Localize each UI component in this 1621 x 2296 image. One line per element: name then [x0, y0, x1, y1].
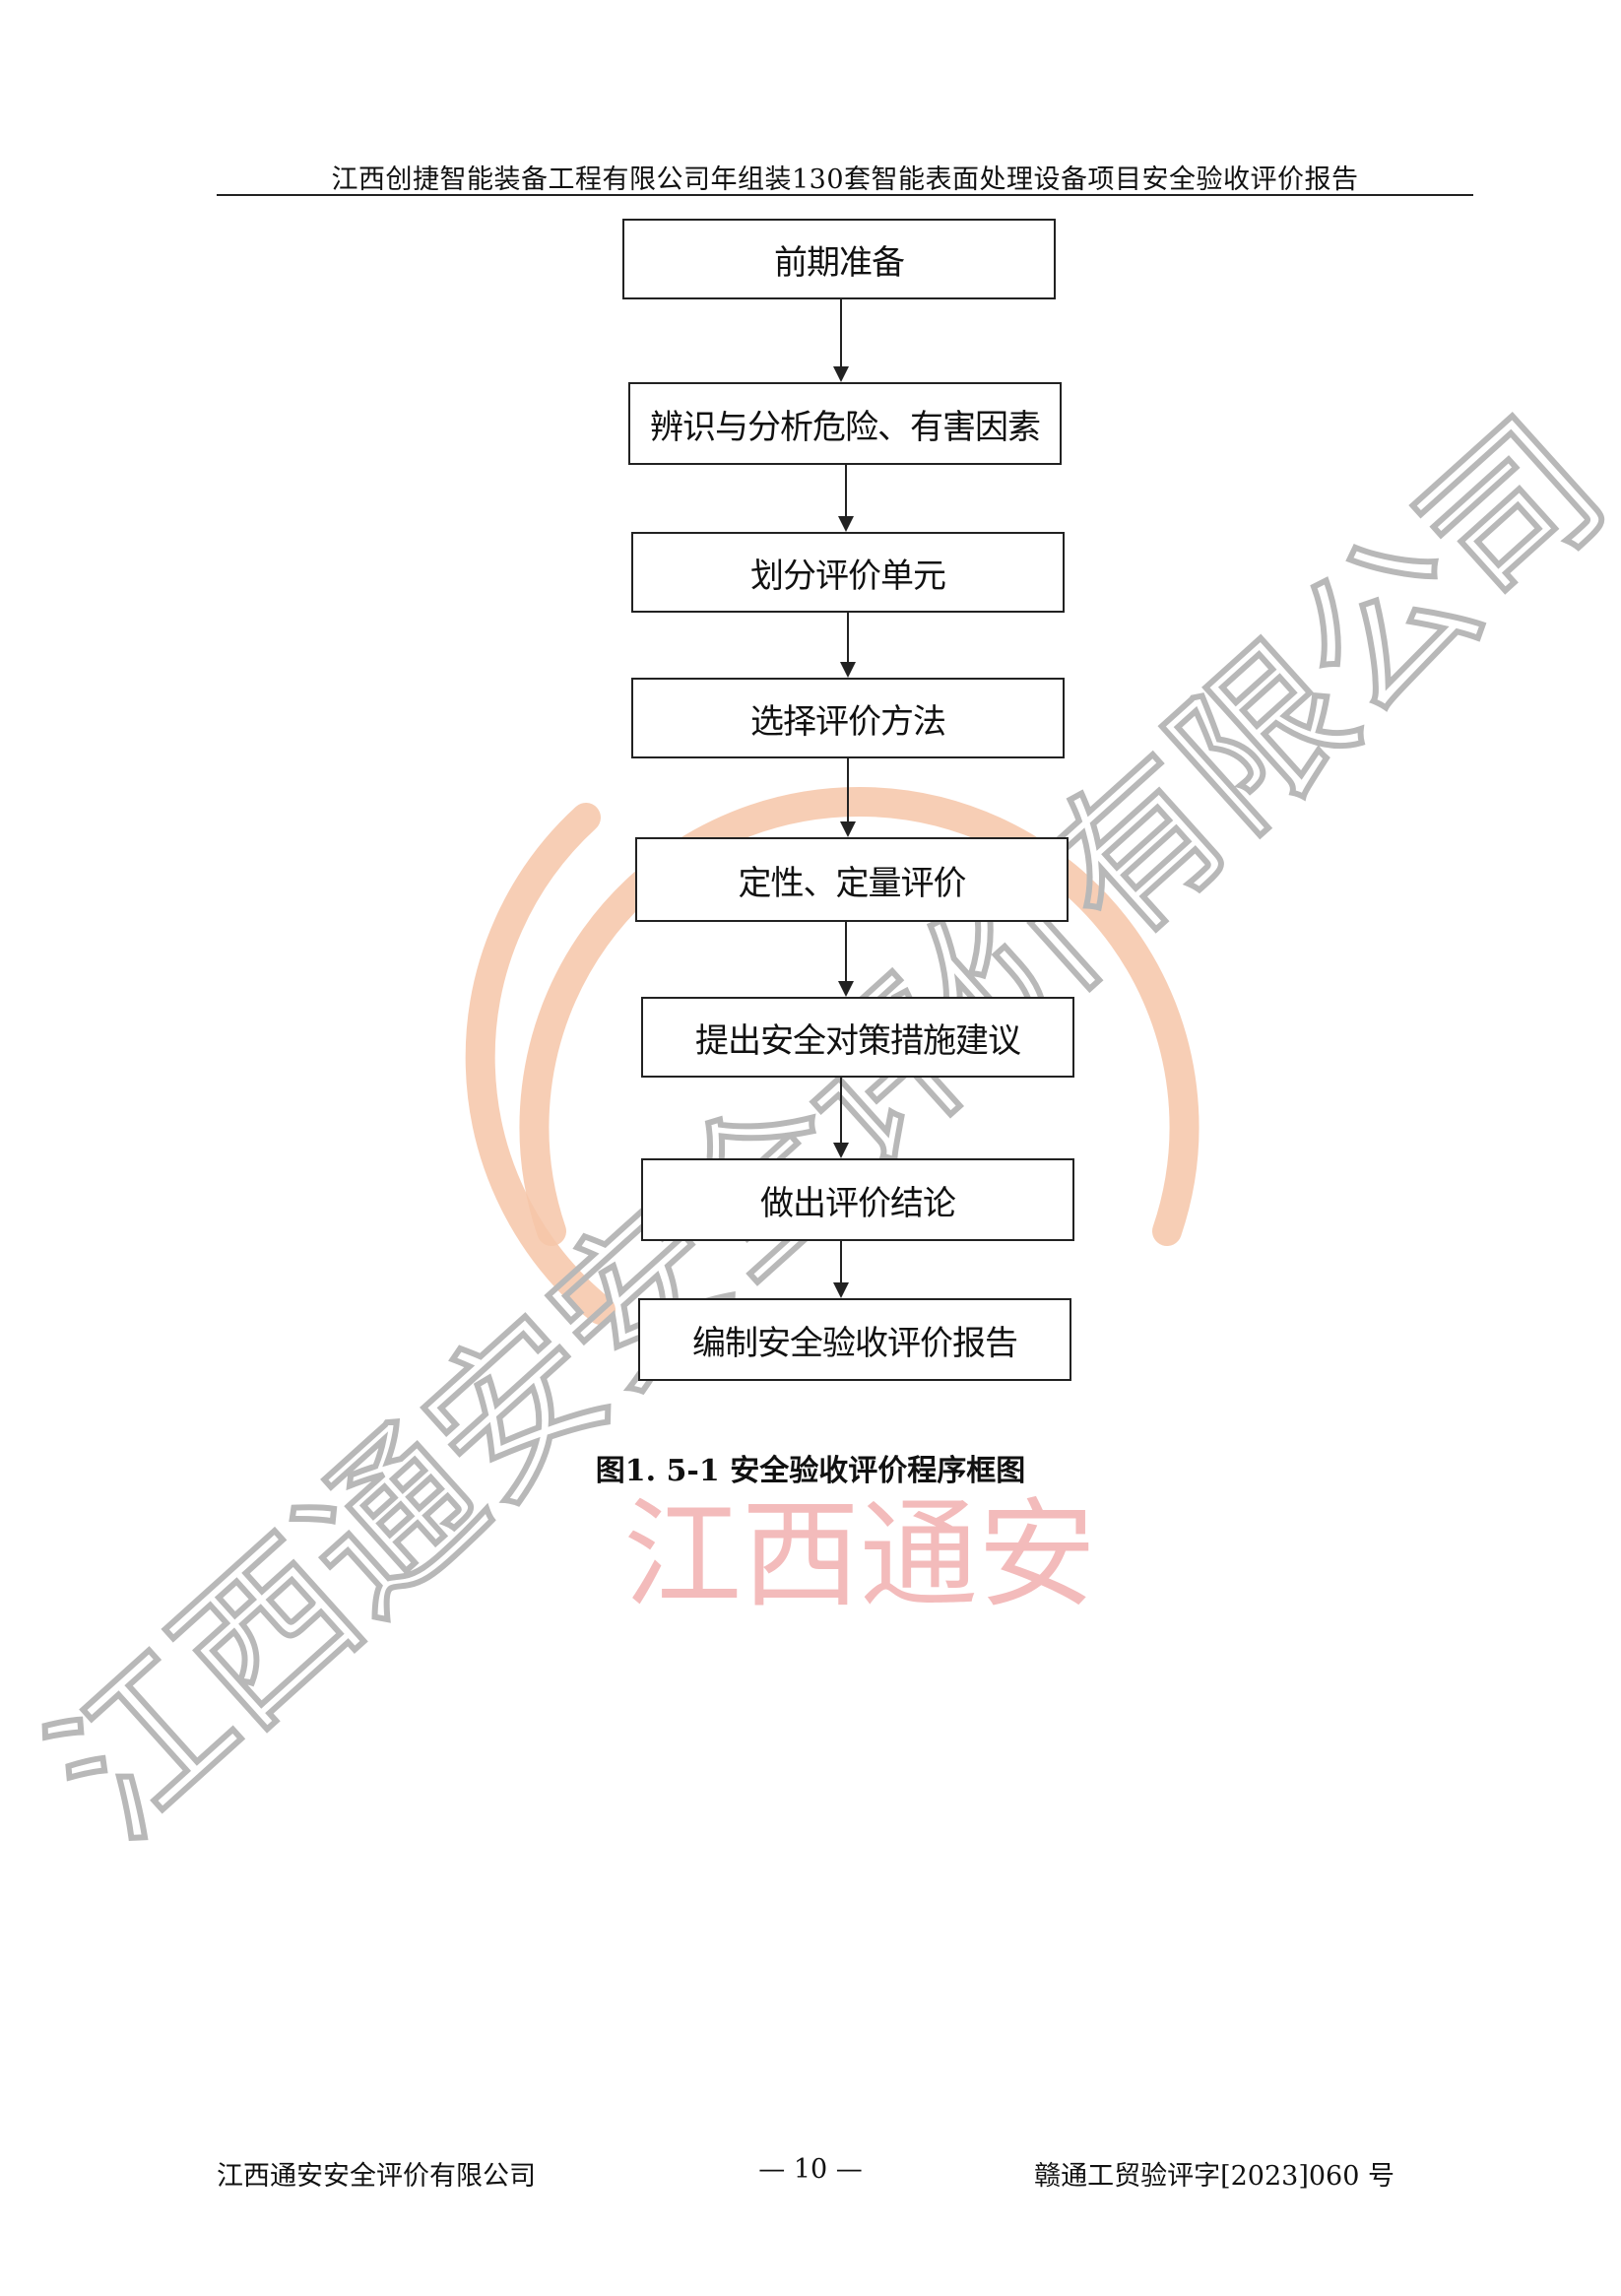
flow-step-conclusion: 做出评价结论	[641, 1158, 1074, 1241]
flow-arrow-line	[840, 1241, 842, 1284]
flow-arrow-line	[845, 922, 847, 983]
flow-arrow-head	[838, 981, 854, 997]
figure-caption: 图1. 5-1 安全验收评价程序框图	[595, 1454, 1026, 1488]
footer-document-number: 赣通工贸验评字[2023]060 号	[1034, 2161, 1394, 2192]
flow-step-evaluation-methods: 选择评价方法	[631, 678, 1065, 758]
flow-arrow-head	[833, 1143, 849, 1158]
flow-arrow-line	[847, 758, 849, 823]
seal-ring-left	[465, 803, 616, 1325]
seal-text: 江西通安	[623, 1487, 1096, 1624]
flow-arrow-line	[847, 613, 849, 664]
flow-step-report: 编制安全验收评价报告	[638, 1298, 1071, 1381]
flow-arrow-head	[840, 662, 856, 678]
flow-arrow-line	[845, 465, 847, 518]
flow-arrow-line	[840, 1078, 842, 1145]
flow-step-hazard-identification: 辨识与分析危险、有害因素	[628, 382, 1062, 465]
header-rule	[217, 194, 1473, 196]
flow-step-qualitative-quantitative: 定性、定量评价	[635, 837, 1069, 922]
flow-arrow-line	[840, 299, 842, 368]
flow-arrow-head	[840, 821, 856, 837]
flow-step-evaluation-units: 划分评价单元	[631, 532, 1065, 613]
footer-page-number: — 10 —	[758, 2154, 863, 2185]
page-header-title: 江西创捷智能装备工程有限公司年组装130套智能表面处理设备项目安全验收评价报告	[331, 164, 1359, 195]
flow-step-preparation: 前期准备	[622, 219, 1056, 299]
flow-arrow-head	[838, 516, 854, 532]
footer-company: 江西通安安全评价有限公司	[217, 2161, 536, 2192]
flow-step-safety-measures: 提出安全对策措施建议	[641, 997, 1074, 1078]
flow-arrow-head	[833, 1282, 849, 1298]
flow-arrow-head	[833, 366, 849, 382]
